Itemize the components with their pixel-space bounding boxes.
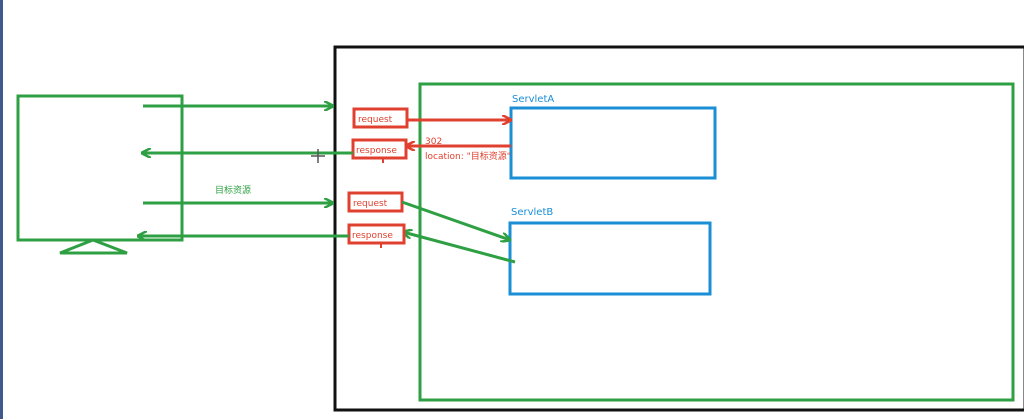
servlet-a-box xyxy=(509,106,717,180)
second-request-to-servlet-b-arrow xyxy=(401,200,510,240)
servlet-a-label: ServletA xyxy=(512,94,554,105)
servlet-b-response-arrow xyxy=(403,232,516,264)
client-computer-icon xyxy=(16,94,184,255)
first-response-box xyxy=(351,138,408,160)
client-target-resource-label: 目标资源 xyxy=(215,184,251,196)
first-response-label: response xyxy=(356,146,397,156)
second-response-label: response xyxy=(352,231,393,241)
location-header-label: location: "目标资源" xyxy=(425,150,511,162)
first-request-label: request xyxy=(358,115,393,125)
second-request-label: request xyxy=(353,199,388,209)
window-edge xyxy=(0,0,3,419)
crosshair-cursor-icon xyxy=(311,149,325,163)
first-request-box xyxy=(352,107,409,129)
web-container xyxy=(418,82,1015,402)
status-code-label: 302 xyxy=(425,137,442,147)
server-container xyxy=(333,45,1024,412)
servlet-b-label: ServletB xyxy=(511,207,553,218)
servlet-b-box xyxy=(508,221,712,296)
second-response-box xyxy=(347,223,406,245)
